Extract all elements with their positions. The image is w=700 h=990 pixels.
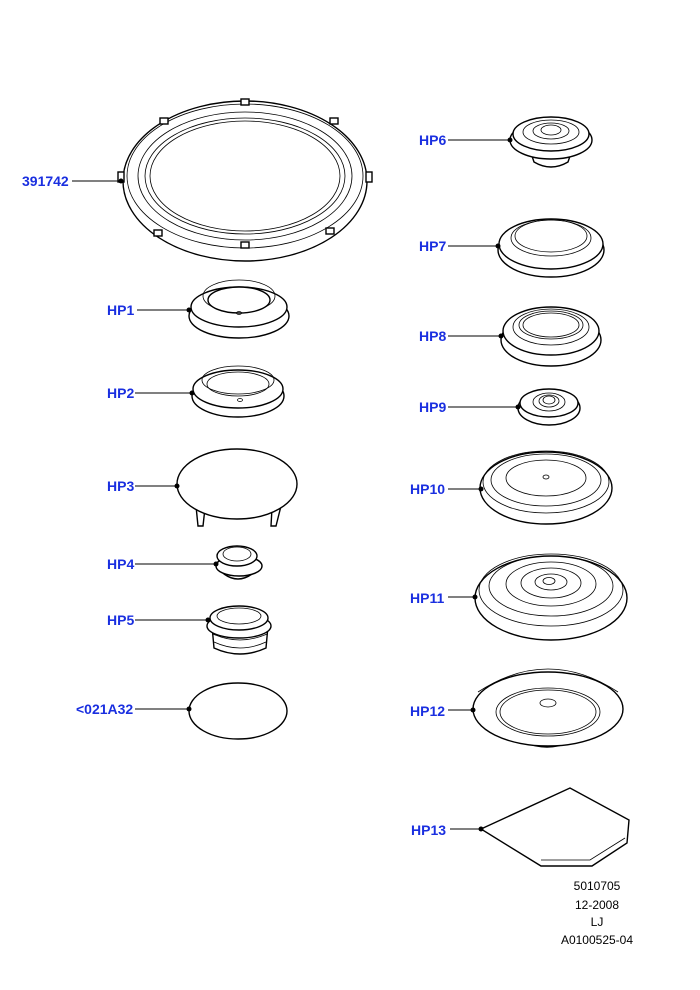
label-hp4[interactable]: HP4 [107,556,134,572]
leader-dot-391742 [118,178,124,184]
footer-drawing-id: A0100525-04 [561,933,633,947]
leader-dot-hp10 [478,486,484,492]
part-hp1-drawing [188,279,290,339]
leader-dot-021a32 [186,706,192,712]
leader-dot-hp9 [515,404,521,410]
label-hp7[interactable]: HP7 [419,238,446,254]
part-hp8-drawing [500,306,602,367]
label-hp9[interactable]: HP9 [419,399,446,415]
part-391742-drawing [117,98,373,262]
leader-dot-hp13 [478,826,484,832]
part-hp11-drawing [474,553,628,641]
part-hp2-drawing [191,365,285,418]
label-hp8[interactable]: HP8 [419,328,446,344]
leader-dot-hp4 [213,561,219,567]
leader-dot-hp3 [174,483,180,489]
part-021a32-drawing [188,682,288,740]
leader-dot-hp5 [205,617,211,623]
part-hp12-drawing [472,668,624,748]
label-hp12[interactable]: HP12 [410,703,445,719]
part-hp7-drawing [497,218,605,278]
label-021a32[interactable]: <021A32 [76,701,133,717]
part-hp3-drawing [176,448,298,527]
label-hp1[interactable]: HP1 [107,302,134,318]
part-hp4-drawing [215,545,263,580]
leader-dot-hp12 [470,707,476,713]
part-hp9-drawing [517,388,581,426]
label-hp10[interactable]: HP10 [410,481,445,497]
leader-dot-hp6 [507,137,513,143]
part-hp13-drawing [479,787,630,867]
leader-dot-hp11 [472,594,478,600]
label-hp6[interactable]: HP6 [419,132,446,148]
label-hp5[interactable]: HP5 [107,612,134,628]
label-391742[interactable]: 391742 [22,173,69,189]
leader-dot-hp8 [498,333,504,339]
part-hp6-drawing [509,116,593,168]
label-hp11[interactable]: HP11 [410,590,444,606]
label-hp2[interactable]: HP2 [107,385,134,401]
footer-initials: LJ [591,915,604,929]
leader-dot-hp1 [186,307,192,313]
label-hp13[interactable]: HP13 [411,822,446,838]
part-hp10-drawing [479,450,613,525]
part-hp5-drawing [206,605,272,655]
footer-date: 12-2008 [575,898,619,912]
footer-reference-block: 5010705 12-2008 LJ A0100525-04 [561,879,633,947]
leader-dot-hp7 [495,243,501,249]
label-hp3[interactable]: HP3 [107,478,134,494]
leader-dot-hp2 [189,390,195,396]
footer-part-number: 5010705 [574,879,621,893]
